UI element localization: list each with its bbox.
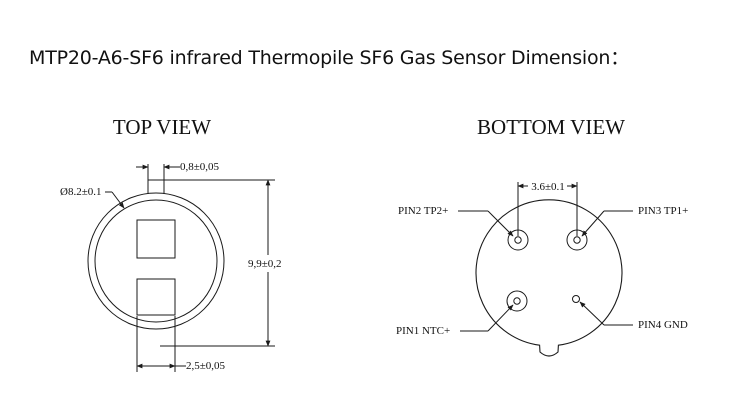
pin1-leader (487, 304, 514, 332)
window-width-label: 2,5±0,05 (186, 360, 226, 372)
diameter-leader (111, 191, 125, 209)
top-view: TOP VIEW 0,8±0,05 2,5±0,05 Ø8.2±0.1 9,9±… (60, 115, 282, 372)
diameter-label: Ø8.2±0.1 (60, 186, 101, 198)
height-label: 9,9±0,2 (248, 258, 282, 270)
pin4 (572, 295, 580, 303)
pin1-label: PIN1 NTC+ (396, 325, 450, 337)
pin-spacing-label: 3.6±0.1 (531, 181, 565, 193)
bottom-view-title: BOTTOM VIEW (477, 115, 625, 139)
sensor-inner-circle (94, 199, 218, 323)
pin3 (566, 229, 588, 251)
sensor-bottom-outline (475, 199, 623, 357)
sensor-window-upper (136, 219, 176, 259)
pin2-leader (487, 210, 514, 237)
top-view-title: TOP VIEW (113, 115, 211, 139)
bottom-view: BOTTOM VIEW 3.6±0.1 PIN2 TP2+ PIN3 TP1+ … (396, 115, 688, 357)
pin3-leader (581, 210, 605, 237)
pin3-label: PIN3 TP1+ (638, 205, 688, 217)
pin4-label: PIN4 GND (638, 319, 688, 331)
pin2-label: PIN2 TP2+ (398, 205, 448, 217)
pin2 (507, 229, 529, 251)
pin1 (506, 290, 528, 312)
page-title: MTP20-A6-SF6 infrared Thermopile SF6 Gas… (29, 47, 630, 69)
pin4-leader (579, 301, 605, 326)
sensor-outer-circle (87, 192, 225, 330)
sensor-tab (147, 179, 165, 194)
sensor-window-lower (136, 278, 176, 316)
tab-width-label: 0,8±0,05 (180, 161, 220, 173)
